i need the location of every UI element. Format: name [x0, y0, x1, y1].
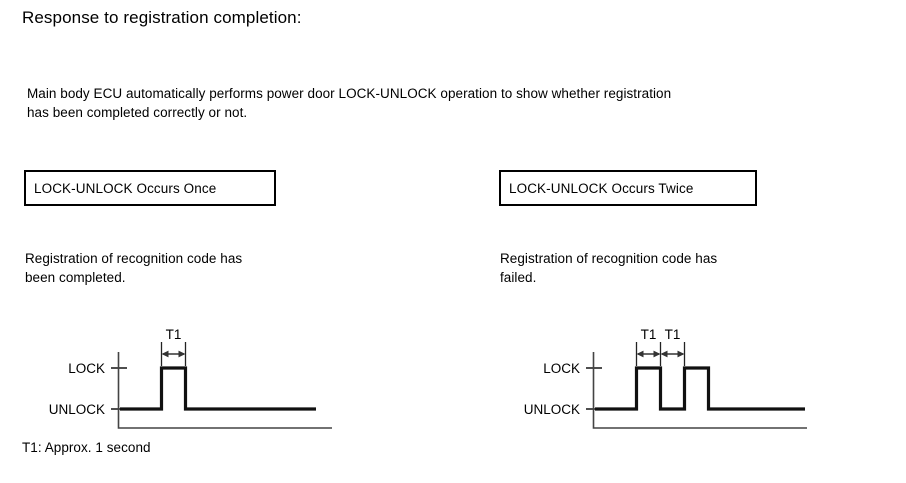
case-once-timing-chart: LOCK UNLOCK T1 [10, 316, 360, 431]
case-twice-dimension-arrow-1 [636, 350, 661, 358]
intro-line-1: Main body ECU automatically performs pow… [27, 86, 672, 101]
case-once-title-label: LOCK-UNLOCK Occurs Once [34, 180, 217, 196]
case-twice-dimension-label-2: T1 [665, 327, 681, 342]
case-once: LOCK-UNLOCK Occurs Once Registration of … [0, 0, 420, 483]
case-once-dimension-label: T1 [166, 327, 182, 342]
intro-line-2: has been completed correctly or not. [27, 105, 248, 120]
case-twice-axis [592, 352, 807, 429]
footnote-t1-definition: T1: Approx. 1 second [22, 440, 151, 455]
case-once-lock-axis-label: LOCK [68, 361, 105, 376]
case-twice-caption-line-1: Registration of recognition code has [500, 251, 718, 266]
intro-paragraph: Main body ECU automatically performs pow… [27, 84, 885, 122]
case-twice-title-label: LOCK-UNLOCK Occurs Twice [509, 180, 694, 196]
case-once-waveform-trace [120, 366, 316, 411]
case-once-axis [117, 352, 332, 429]
case-once-caption-line-1: Registration of recognition code has [25, 251, 243, 266]
case-twice-waveform-trace [595, 366, 805, 411]
case-once-caption-line-2: been completed. [25, 270, 126, 285]
case-twice-unlock-axis-label: UNLOCK [524, 402, 580, 417]
case-twice-timing-chart: LOCK UNLOCK [485, 316, 835, 431]
case-twice-dimension-arrow-2 [660, 350, 685, 358]
case-twice-lock-axis-label: LOCK [543, 361, 580, 376]
case-once-unlock-axis-label: UNLOCK [49, 402, 105, 417]
case-once-title-box: LOCK-UNLOCK Occurs Once [24, 170, 276, 206]
case-twice-title-box: LOCK-UNLOCK Occurs Twice [499, 170, 757, 206]
case-twice: LOCK-UNLOCK Occurs Twice Registration of… [475, 0, 895, 483]
case-twice-caption: Registration of recognition code has fai… [500, 249, 830, 287]
case-once-caption: Registration of recognition code has bee… [25, 249, 355, 287]
page-title: Response to registration completion: [22, 8, 302, 27]
case-twice-caption-line-2: failed. [500, 270, 537, 285]
case-twice-dimension-label-1: T1 [641, 327, 657, 342]
case-once-dimension-arrow [161, 350, 186, 358]
